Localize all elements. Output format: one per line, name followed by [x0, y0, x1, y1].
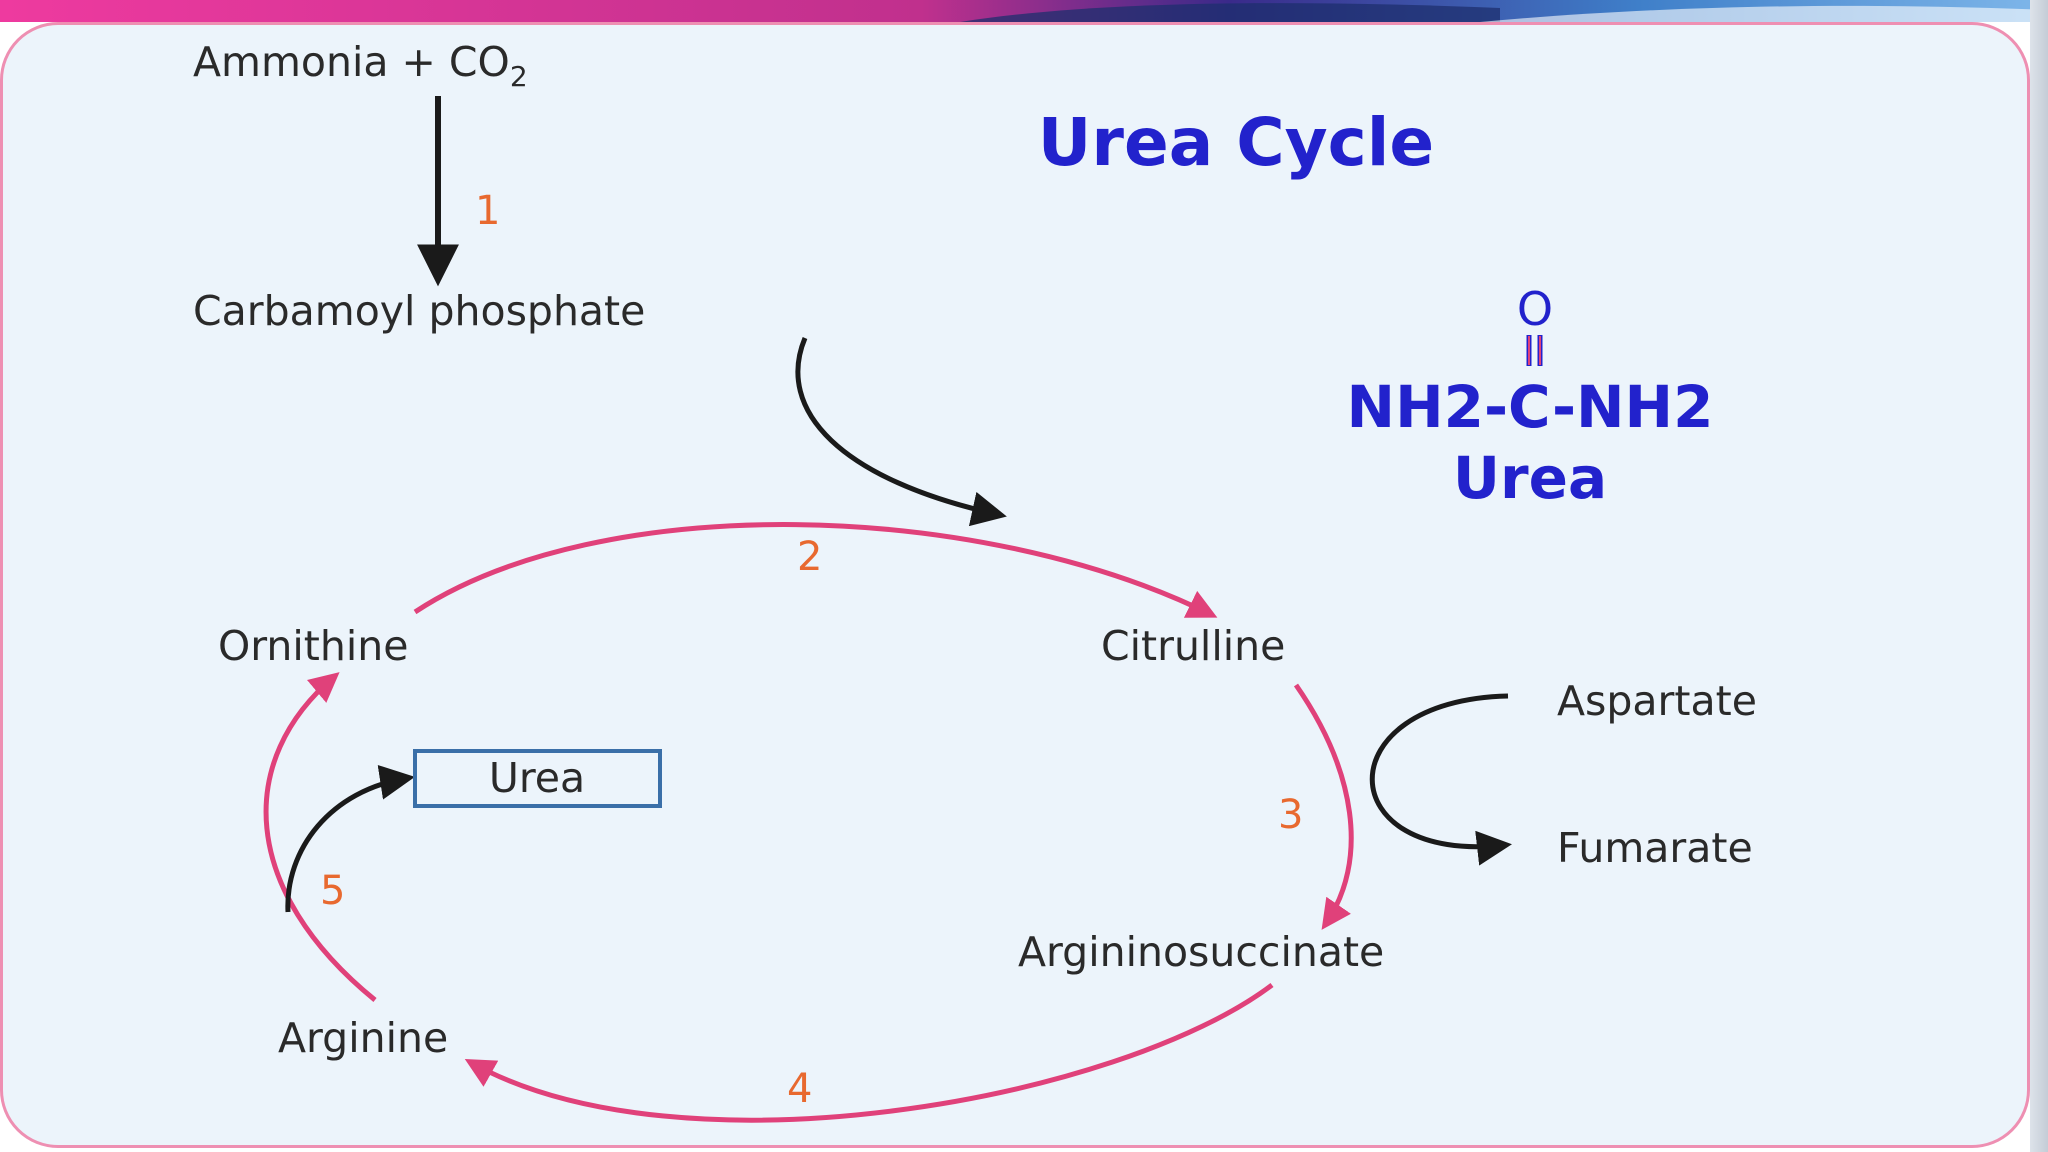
- slide-panel: [0, 22, 2030, 1148]
- step-2-arrow: [413, 522, 1218, 618]
- argininosuccinate-label: Argininosuccinate: [1018, 928, 1384, 976]
- urea-release-arrow: [285, 764, 415, 913]
- step-5-number: 5: [320, 868, 345, 914]
- urea-product-label: Urea: [489, 754, 585, 802]
- aspartate-fumarate-arrow: [1369, 693, 1512, 866]
- urea-product-box: [413, 749, 662, 808]
- arginine-label: Arginine: [278, 1014, 448, 1062]
- urea-formula: NH2-C-NH2: [1347, 373, 1714, 441]
- step-1-number: 1: [475, 188, 500, 234]
- double-bond-icon: [1526, 335, 1543, 366]
- ammonia-co2-label: Ammonia + CO2: [193, 38, 528, 93]
- step-4-arrow: [464, 983, 1274, 1123]
- step-2-number: 2: [797, 534, 822, 580]
- step-5-arrow: [263, 672, 377, 1002]
- carbamoyl-entry-arrow: [795, 337, 1007, 527]
- top-banner: [0, 0, 2048, 22]
- diagram-title: Urea Cycle: [1038, 104, 1434, 181]
- step-4-number: 4: [787, 1066, 812, 1112]
- step-3-number: 3: [1278, 792, 1303, 838]
- carbamoyl-phosphate-label: Carbamoyl phosphate: [193, 287, 645, 335]
- ornithine-label: Ornithine: [218, 622, 408, 670]
- urea-formula-name: Urea: [1453, 444, 1607, 512]
- aspartate-label: Aspartate: [1557, 677, 1757, 725]
- fumarate-label: Fumarate: [1557, 824, 1753, 872]
- oxygen-atom-label: O: [1517, 282, 1553, 336]
- citrulline-label: Citrulline: [1101, 622, 1285, 670]
- step-3-arrow: [1293, 683, 1354, 930]
- right-edge-shadow: [2030, 0, 2048, 1152]
